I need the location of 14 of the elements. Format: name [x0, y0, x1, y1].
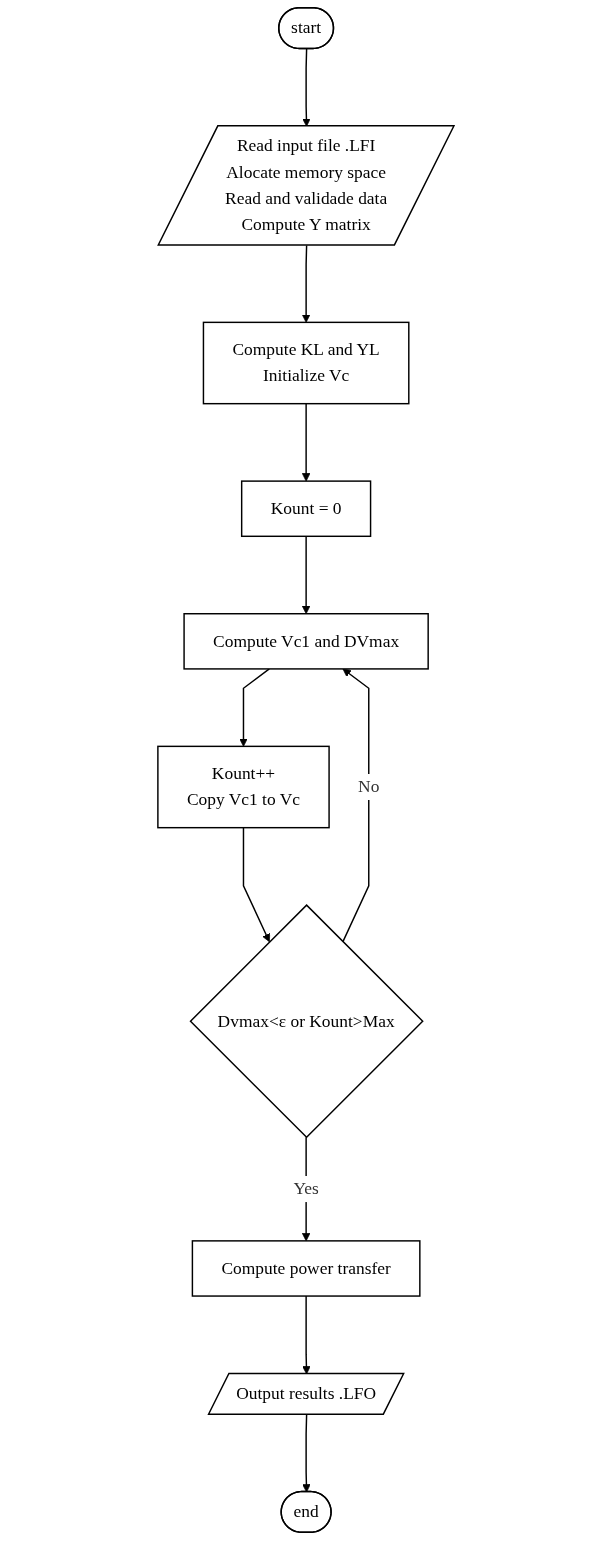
- node-box: Compute Vc1 and DVmax: [182, 613, 429, 670]
- node-box: Compute power transfer: [191, 1240, 421, 1297]
- arrow: [301, 535, 310, 615]
- node-diamond: Dvmax<ε or Kount>Max: [189, 904, 424, 1139]
- arrow: [301, 402, 310, 482]
- node-box: Kount = 0: [240, 480, 371, 537]
- edge-label: No: [357, 776, 379, 797]
- arrow: [341, 668, 370, 943]
- arrow: [301, 244, 310, 323]
- edge-label: Yes: [293, 1178, 319, 1199]
- arrow: [238, 668, 270, 747]
- arrow: [242, 826, 270, 943]
- node-box: Kount++ Copy Vc1 to Vc: [156, 745, 330, 829]
- node-box: Compute KL and YL Initialize Vc: [202, 321, 410, 405]
